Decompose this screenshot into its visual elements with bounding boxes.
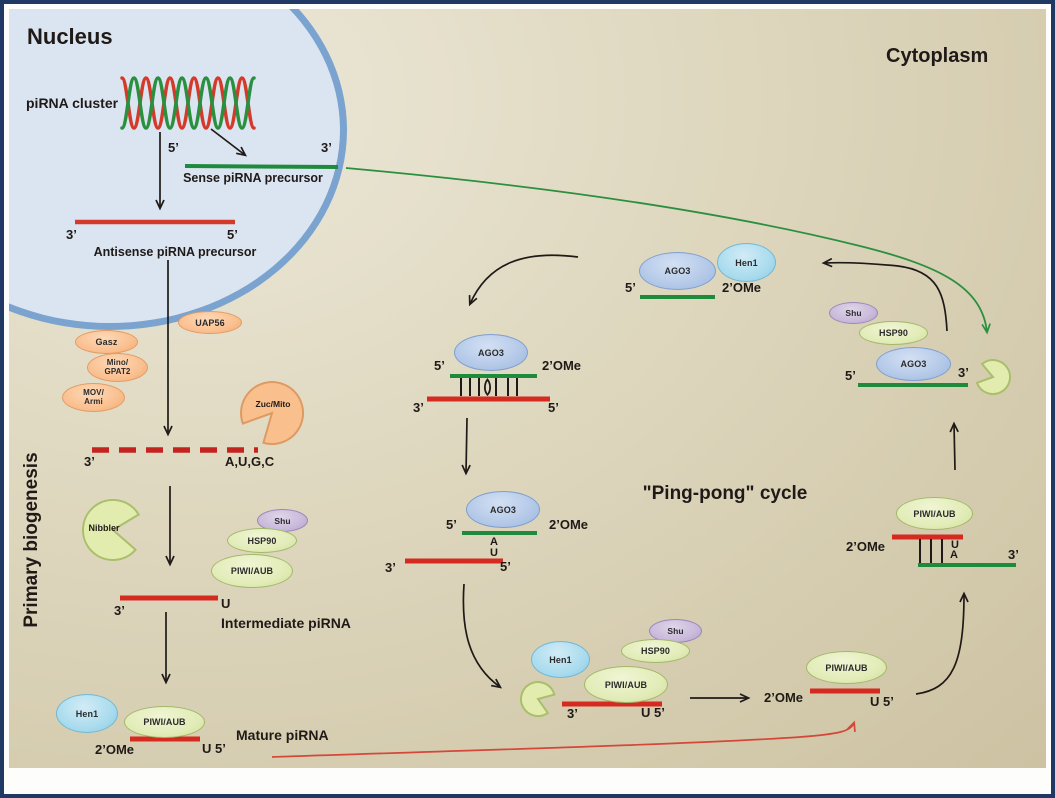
protein-hsp90-pingpong: HSP90 [621,639,690,663]
cleavage-site-symbol [483,378,492,397]
arrow-sliced-to-trimmer [462,583,503,689]
right-nuclease-shape [975,359,1011,396]
mark-2ome-middle-duplex: 2’OMe [542,358,582,373]
protein-piwi-aub-primary: PIWI/AUB [211,554,293,588]
protein-hen1-top: Hen1 [717,243,776,282]
arrow-piwi-up-right [915,591,969,695]
protein-ago3-sense: AGO3 [876,347,951,381]
mark-3prime-sense: 3’ [321,140,332,155]
protein-piwi-aub-mature-left: PIWI/AUB [124,706,205,738]
mark-u-right-duplex: U [951,539,959,551]
protein-piwi-aub-pingpong: PIWI/AUB [584,666,668,703]
protein-hen1-pingpong: Hen1 [531,641,590,678]
protein-uap56: UAP56 [178,311,242,334]
protein-zuc-mito-label: Zuc/Mito [255,399,291,409]
mark-2ome-top-complex: 2’OMe [722,280,762,295]
nibbler-nuclease-shape [82,498,141,561]
mark-5prime-sliced: 5’ [446,517,457,532]
mark-2ome-mature-left: 2’OMe [95,742,135,757]
mark-2ome-right-duplex: 2’OMe [846,539,886,554]
arrow-cluster-to-sense [210,128,247,157]
mark-5prime-sliced-red: 5’ [500,559,511,574]
protein-hsp90-right: HSP90 [859,321,928,345]
antisense-precursor-label: Antisense piRNA precursor [93,245,257,259]
mark-3prime-intermediate: 3’ [114,603,125,618]
mark-2ome-methylated: 2’OMe [764,690,804,705]
mark-u5prime-methylated: U 5’ [870,694,894,709]
sense-precursor-line [184,164,339,169]
mark-3prime-right-duplex: 3’ [1008,547,1019,562]
protein-hsp90-primary: HSP90 [227,528,297,553]
mark-3prime-sliced: 3’ [385,560,396,575]
mark-3prime-antisense: 3’ [66,227,77,242]
pirna-cluster-label: piRNA cluster [26,95,119,111]
arrow-right-duplex-up [949,421,959,471]
protein-ago3-top: AGO3 [639,252,716,290]
middle-duplex-rungs [460,378,518,396]
mark-3prime-trimmed: 3’ [567,706,578,721]
protein-nibbler-label: Nibbler [88,523,120,533]
mark-u-intermediate: U [221,596,231,611]
mark-2ome-sliced: 2’OMe [549,517,589,532]
protein-shu-right: Shu [829,302,878,324]
mark-3prime-middle-duplex: 3’ [413,400,424,415]
arrow-top-to-middle-duplex [468,254,579,307]
mark-3prime-ago3-sense: 3’ [958,365,969,380]
trimmer-nuclease-shape [520,681,556,718]
protein-piwi-aub-right-duplex: PIWI/AUB [896,497,973,530]
mark-u5prime-mature-left: U 5’ [202,741,226,756]
nucleus-title: Nucleus [27,24,113,49]
protein-piwi-aub-methylated: PIWI/AUB [806,651,887,684]
mark-5prime-sense: 5’ [168,140,179,155]
mark-5prime-top-complex: 5’ [625,280,636,295]
mark-a-right-duplex: A [950,549,958,561]
sense-precursor-export-curve [345,167,991,335]
protein-ago3-duplex: AGO3 [454,334,528,371]
sense-precursor-label: Sense piRNA precursor [183,171,323,185]
mature-pirna-feedback-curve [271,720,856,758]
zuc-mito-nuclease-shape [240,381,304,446]
protein-mino-gpat2: Mino/ GPAT2 [87,353,148,382]
right-duplex-rungs [919,539,943,564]
mark-a-sliced: A [490,536,498,548]
mark-u-sliced: U [490,547,498,559]
diagram-background [9,9,1046,768]
protein-gasz: Gasz [75,330,138,354]
arrow-duplex-to-sliced [461,417,471,476]
intermediate-pirna-label: Intermediate piRNA [221,615,351,631]
mark-augc: A,U,G,C [225,454,275,469]
mark-5prime-ago3-sense: 5’ [845,368,856,383]
ping-pong-cycle-title: "Ping-pong" cycle [642,483,808,504]
mature-pirna-label: Mature piRNA [236,727,329,743]
pirna-cluster-helix-strand-green [120,76,256,130]
primary-biogenesis-title: Primary biogenesis [21,452,42,628]
mark-5prime-middle-duplex-red: 5’ [548,400,559,415]
mark-u5prime-trimmed: U 5’ [641,705,665,720]
protein-hen1-primary: Hen1 [56,694,118,733]
cytoplasm-title: Cytoplasm [886,45,989,67]
mark-5prime-middle-duplex: 5’ [434,358,445,373]
protein-mov-armi: MOV/ Armi [62,383,125,412]
mark-5prime-antisense: 5’ [227,227,238,242]
mark-3prime-cleaved: 3’ [84,454,95,469]
arrow-ago3-to-top-complex [821,257,948,332]
protein-ago3-sliced: AGO3 [466,491,540,528]
